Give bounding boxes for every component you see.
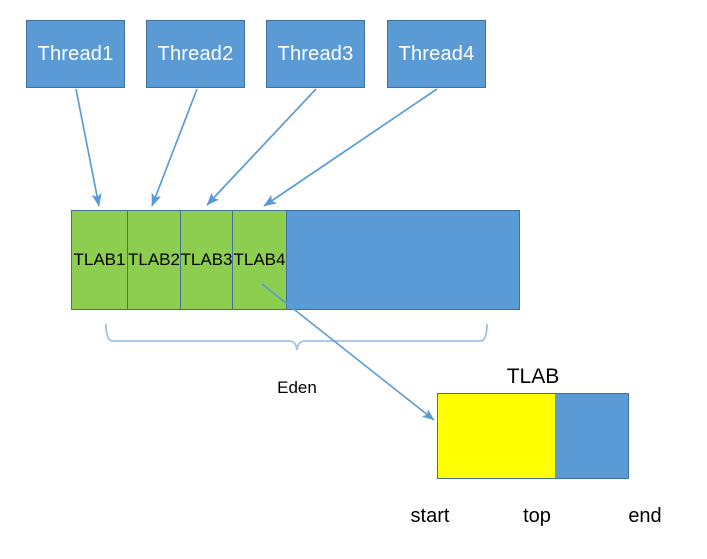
tlab-used-region <box>438 394 555 478</box>
tlab-cell-3-label: TLAB3 <box>180 250 233 269</box>
eden-brace <box>105 323 488 351</box>
thread-to-tlab-arrows <box>75 88 438 207</box>
tlab-cell-3: TLAB3 <box>181 211 233 309</box>
marker-label-end: end <box>628 505 662 527</box>
thread-box-2: Thread2 <box>146 20 245 88</box>
tlab-cell-4-label: TLAB4 <box>233 250 286 269</box>
tlab-cell-2: TLAB2 <box>128 211 181 309</box>
tlab-cell-2-label: TLAB2 <box>128 250 180 269</box>
thread-box-1-label: Thread1 <box>37 42 114 65</box>
tlab-cell-1: TLAB1 <box>72 211 128 309</box>
tlab-cell-1-label: TLAB1 <box>73 250 126 269</box>
thread-box-2-label: Thread2 <box>157 42 234 65</box>
arrow-thread3-to-tlab3 <box>206 88 317 206</box>
arrow-thread2-to-tlab2 <box>151 88 198 207</box>
thread-box-3: Thread3 <box>266 20 365 88</box>
tlab-cell-4: TLAB4 <box>233 211 287 309</box>
arrow-thread4-to-tlab4 <box>263 88 438 207</box>
thread-box-4: Thread4 <box>387 20 486 88</box>
tlab-detail-box <box>437 393 629 479</box>
marker-label-top: top <box>523 505 551 527</box>
eden-region-bar: TLAB1 TLAB2 TLAB3 TLAB4 <box>71 210 520 310</box>
thread-box-1: Thread1 <box>26 20 125 88</box>
marker-label-start: start <box>410 505 450 527</box>
arrow-thread1-to-tlab1 <box>75 88 102 207</box>
thread-box-4-label: Thread4 <box>398 42 475 65</box>
thread-box-3-label: Thread3 <box>277 42 354 65</box>
eden-label: Eden <box>277 378 317 397</box>
tlab-detail-title: TLAB <box>506 365 560 388</box>
